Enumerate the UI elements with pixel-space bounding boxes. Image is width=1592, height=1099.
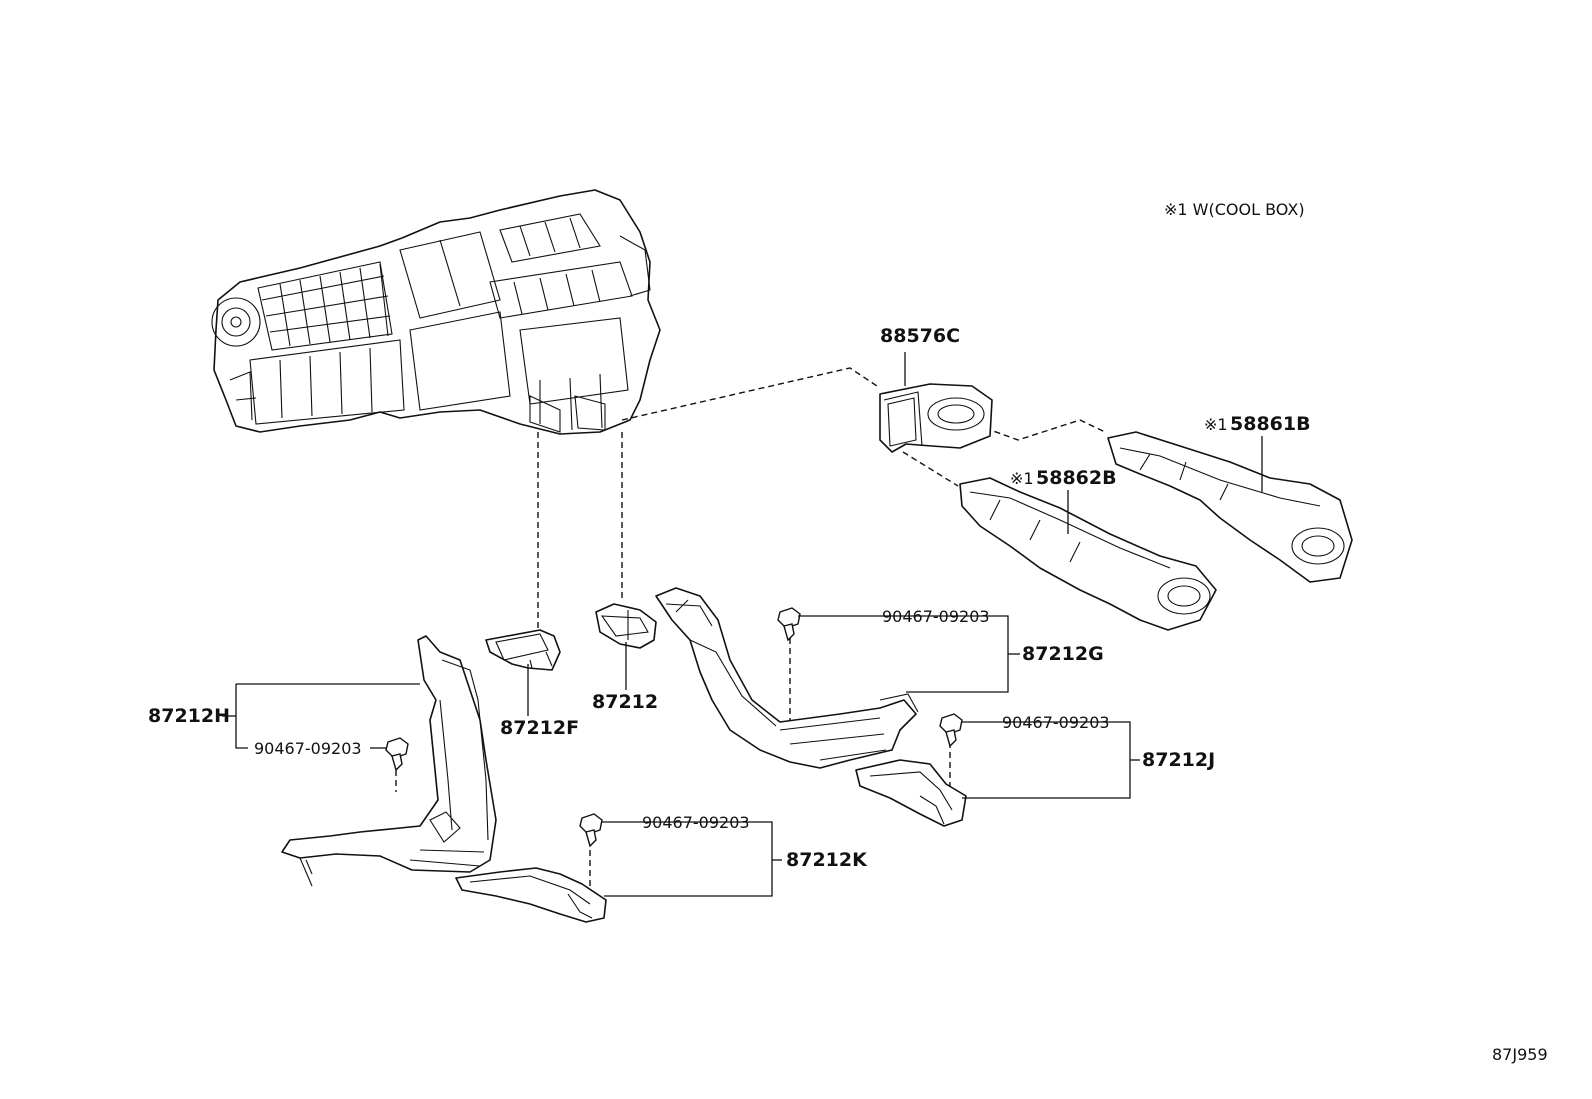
part-58862b [959,477,1217,631]
label-90467-09203-d: 90467-09203 [254,739,362,758]
part-87212g [655,587,919,769]
part-88576c [879,383,993,453]
label-mark-58861b: ※1 [1204,415,1228,434]
label-88576c: 88576C [880,325,960,347]
label-87212j: 87212J [1142,749,1215,771]
part-58861b [1107,431,1353,583]
heater-unit-assembly [211,189,661,435]
label-58862b: 58862B [1036,467,1117,489]
blower-motor [211,297,261,347]
label-58861b: 58861B [1230,413,1311,435]
part-87212f [485,629,561,671]
blower-case [257,261,393,351]
register-outlets [489,213,633,319]
evaporator-case [399,231,511,411]
label-87212g: 87212G [1022,643,1104,665]
part-87212 [595,603,657,649]
part-87212h [281,635,497,887]
label-87212f: 87212F [500,717,579,739]
label-90467-09203-b: 90467-09203 [1002,713,1110,732]
clip-90467-09203-b [939,713,963,748]
leader-lines [222,352,1263,897]
part-87212k [455,867,607,923]
label-90467-09203-c: 90467-09203 [642,813,750,832]
clip-90467-09203-a [777,607,801,642]
label-90467-09203-a: 90467-09203 [882,607,990,626]
note-cool-box: ※1 W(COOL BOX) [1164,200,1305,219]
label-87212k: 87212K [786,849,868,871]
label-87212h: 87212H [148,705,230,727]
part-87212j [855,759,967,827]
clip-90467-09203-d [385,737,409,772]
clip-90467-09203-c [579,813,603,848]
label-87212: 87212 [592,691,658,713]
diagram-code: 87J959 [1492,1045,1548,1064]
label-mark-58862b: ※1 [1010,469,1034,488]
